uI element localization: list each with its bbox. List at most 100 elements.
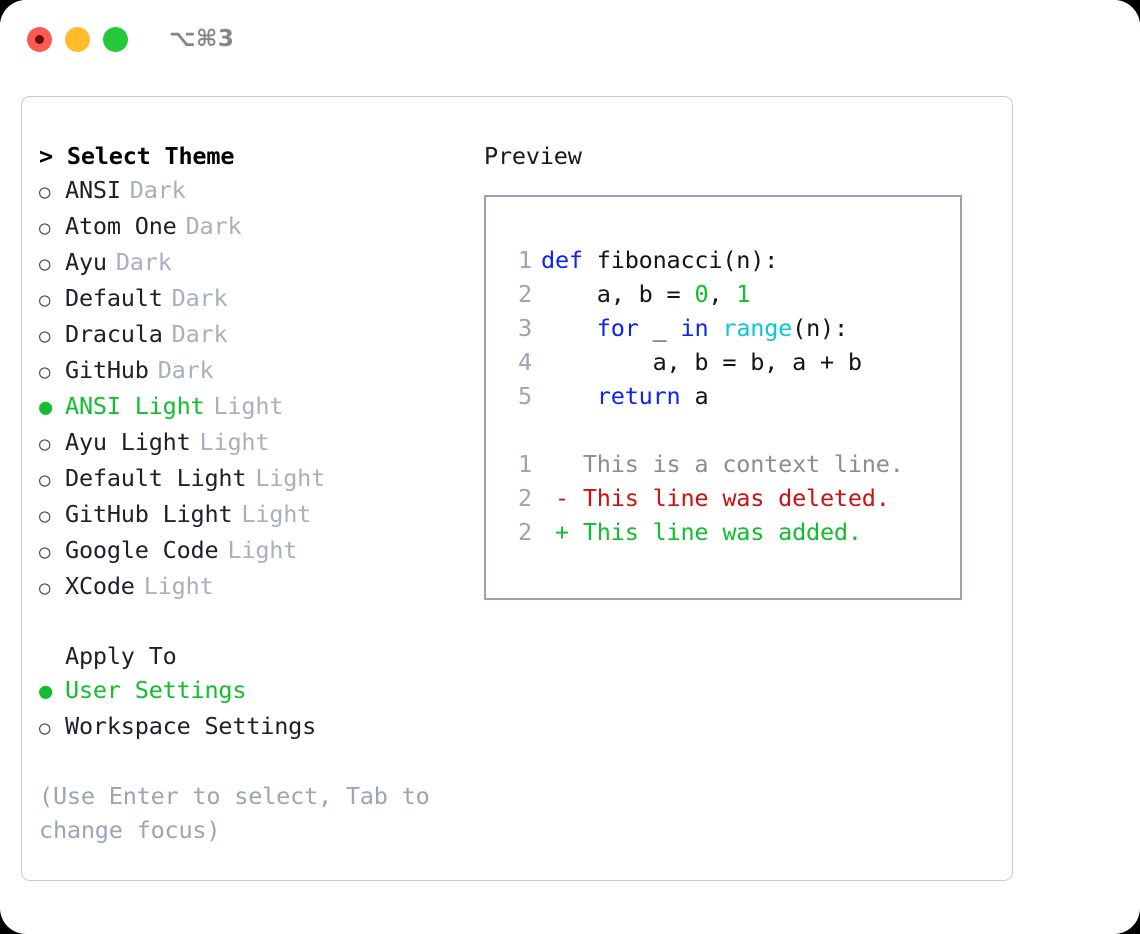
theme-option-ayu-light[interactable]: ○ Ayu Light Light	[39, 425, 484, 461]
theme-variant-tag: Dark	[157, 356, 214, 384]
theme-option-ansi[interactable]: ○ ANSI Dark	[39, 173, 484, 209]
radio-selected-icon: ●	[39, 395, 53, 420]
code-token-txt	[541, 382, 597, 410]
radio-unselected-icon: ○	[39, 217, 51, 239]
theme-option-label: Ayu Light	[65, 428, 191, 456]
code-gap	[504, 413, 960, 447]
code-line: 5 return a	[504, 379, 960, 413]
code-token-kw: for	[596, 314, 639, 342]
line-number: 2	[518, 518, 532, 546]
radio-unselected-icon: ○	[39, 717, 51, 739]
theme-option-atom-one[interactable]: ○ Atom One Dark	[39, 209, 484, 245]
code-token-txt: a, b =	[541, 280, 695, 308]
list-spacer	[39, 605, 484, 639]
code-token-txt: a, b = b, a + b	[541, 348, 862, 376]
theme-option-label: Default Light	[65, 464, 247, 492]
theme-variant-tag: Light	[199, 428, 270, 456]
theme-variant-tag: Light	[255, 464, 326, 492]
line-number: 1	[518, 246, 532, 274]
close-dot-icon	[35, 34, 44, 44]
line-number: 1	[518, 450, 532, 478]
theme-option-label: Google Code	[65, 536, 219, 564]
theme-variant-tag: Light	[241, 500, 312, 528]
radio-unselected-icon: ○	[39, 325, 51, 347]
line-number: 5	[518, 382, 532, 410]
traffic-lights	[27, 26, 128, 52]
diff-line: 2 + This line was added.	[504, 515, 960, 549]
apply-to-option-label: User Settings	[65, 676, 247, 704]
code-token-txt: fibonacci(n):	[596, 246, 779, 274]
theme-variant-tag: Dark	[171, 284, 228, 312]
preview-title: Preview	[484, 142, 582, 170]
code-token-ctx: This is a context line.	[541, 450, 904, 478]
theme-option-label: Atom One	[65, 212, 177, 240]
radio-unselected-icon: ○	[39, 541, 51, 563]
code-token-txt: (n):	[792, 314, 848, 342]
theme-variant-tag: Dark	[115, 248, 172, 276]
theme-variant-tag: Dark	[129, 176, 186, 204]
apply-to-option-workspace-settings[interactable]: ○Workspace Settings	[39, 709, 484, 745]
keyboard-hint-text: (Use Enter to select, Tab to change focu…	[39, 782, 430, 844]
code-token-txt: ,	[708, 280, 737, 308]
code-content: for _ in range(n):	[541, 311, 848, 345]
code-token-txt: a	[680, 382, 709, 410]
radio-unselected-icon: ○	[39, 289, 51, 311]
theme-option-label: Dracula	[65, 320, 163, 348]
diff-content: + This line was added.	[541, 515, 862, 549]
apply-to-header: Apply To	[65, 642, 177, 670]
theme-option-ayu[interactable]: ○ Ayu Dark	[39, 245, 484, 281]
code-line: 3 for _ in range(n):	[504, 311, 960, 345]
diff-content: - This line was deleted.	[541, 481, 890, 515]
code-line: 4 a, b = b, a + b	[504, 345, 960, 379]
theme-option-label: Default	[65, 284, 163, 312]
titlebar: ⌥⌘3	[0, 0, 1140, 78]
line-number: 2	[518, 484, 532, 512]
radio-unselected-icon: ○	[39, 469, 51, 491]
theme-option-google-code[interactable]: ○ Google Code Light	[39, 533, 484, 569]
code-token-del: - This line was deleted.	[541, 484, 890, 512]
code-content: a, b = 0, 1	[541, 277, 751, 311]
radio-unselected-icon: ○	[39, 433, 51, 455]
code-token-kw: def	[541, 246, 597, 274]
apply-to-list[interactable]: ●User Settings○Workspace Settings	[39, 673, 484, 745]
apply-to-option-user-settings[interactable]: ●User Settings	[39, 673, 484, 709]
theme-option-default[interactable]: ○ Default Dark	[39, 281, 484, 317]
radio-unselected-icon: ○	[39, 253, 51, 275]
code-token-txt	[708, 314, 722, 342]
code-token-txt	[541, 314, 597, 342]
close-window-icon[interactable]	[27, 26, 52, 52]
theme-variant-tag: Dark	[185, 212, 242, 240]
radio-unselected-icon: ○	[39, 505, 51, 527]
code-token-num: 0	[694, 280, 709, 308]
code-token-kw: return	[596, 382, 681, 410]
maximize-window-icon[interactable]	[103, 26, 128, 52]
minimize-window-icon[interactable]	[65, 26, 90, 52]
theme-option-label: XCode	[65, 572, 135, 600]
diff-line: 2 - This line was deleted.	[504, 481, 960, 515]
theme-option-default-light[interactable]: ○ Default Light Light	[39, 461, 484, 497]
theme-option-label: ANSI	[65, 176, 121, 204]
diff-content: This is a context line.	[541, 447, 904, 481]
theme-option-label: Ayu	[65, 248, 107, 276]
code-token-txt: _	[638, 314, 681, 342]
theme-option-label: GitHub	[65, 356, 149, 384]
theme-variant-tag: Light	[227, 536, 298, 564]
code-content: a, b = b, a + b	[541, 345, 862, 379]
radio-unselected-icon: ○	[39, 181, 51, 203]
theme-variant-tag: Light	[143, 572, 214, 600]
diff-sample: 1 This is a context line. 2 - This line w…	[504, 447, 960, 549]
keyboard-shortcut-label: ⌥⌘3	[169, 26, 235, 52]
